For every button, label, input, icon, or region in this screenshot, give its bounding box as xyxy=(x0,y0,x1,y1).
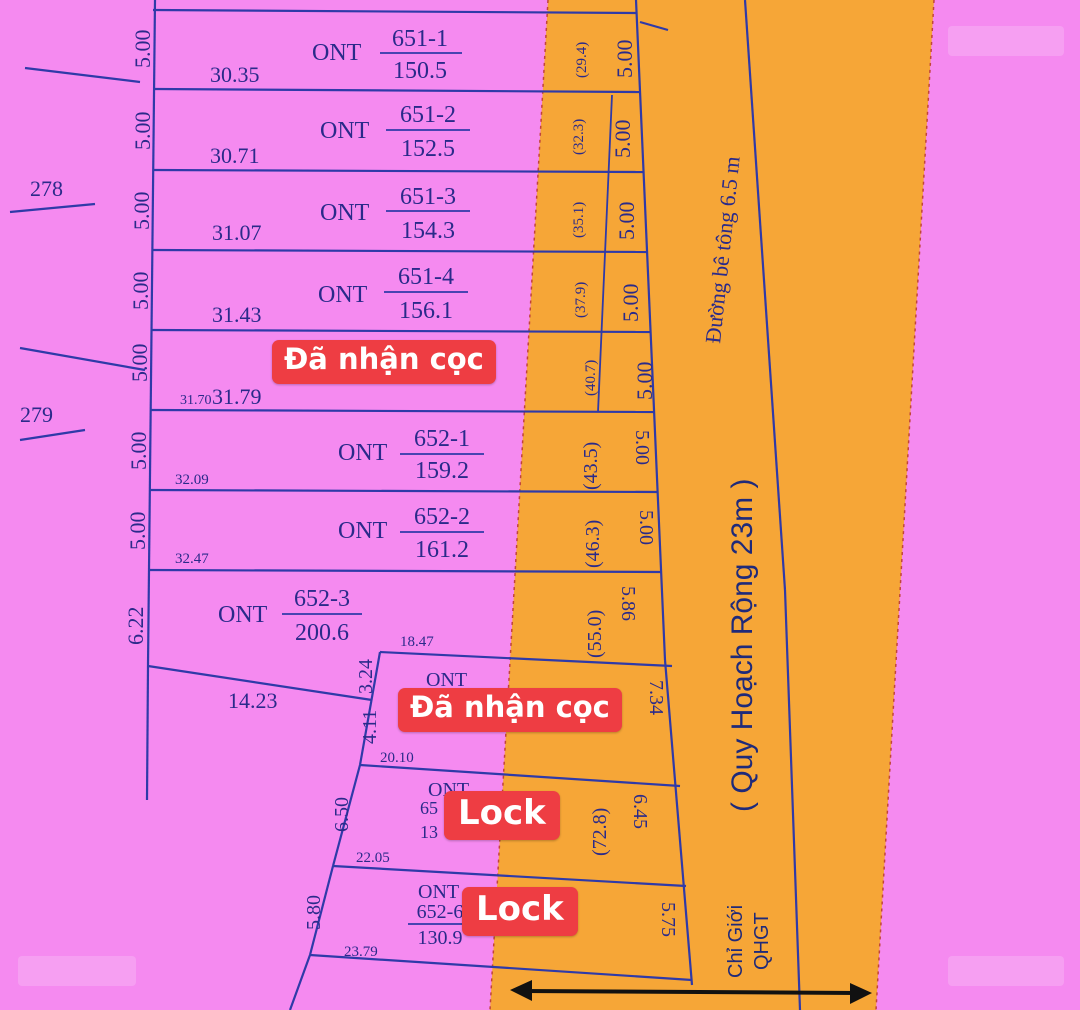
lot-b-id: 65 xyxy=(420,798,438,818)
lot-3-setback: (35.1) xyxy=(571,202,587,238)
lot-4-id: 651-4 xyxy=(398,264,454,290)
lot-1-area: 150.5 xyxy=(393,58,447,84)
lower-width-b: 22.05 xyxy=(356,850,390,866)
status-badge-reserved-1: Đã nhận cọc xyxy=(272,340,496,384)
lot-2-front: 5.00 xyxy=(610,120,635,159)
lot-b-setback: (72.8) xyxy=(589,808,611,856)
lot-7-id: 652-2 xyxy=(414,504,470,530)
left-dim-2: 5.00 xyxy=(130,112,155,151)
corner-blur-bottom-left xyxy=(18,956,136,986)
neighbor-parcel-279: 279 xyxy=(20,402,53,427)
lot-5-setback: (40.7) xyxy=(583,360,599,396)
neighbor-parcel-278: 278 xyxy=(30,176,63,201)
lot-a-use: ONT xyxy=(426,669,467,691)
lot-6-area: 159.2 xyxy=(415,458,469,484)
lot-6-front: 5.00 xyxy=(631,430,653,465)
lot-c-front: 5.75 xyxy=(657,902,679,937)
lot-c-area: 130.9 xyxy=(418,927,463,949)
lot-2-setback: (32.3) xyxy=(571,119,587,155)
road-band xyxy=(490,0,934,1010)
lower-width-a: 20.10 xyxy=(380,750,414,766)
lot-4-setback: (37.9) xyxy=(573,282,589,318)
left-dim-7: 5.00 xyxy=(125,512,150,551)
lot-1-setback: (29.4) xyxy=(574,42,590,78)
lot-c-left: 5.80 xyxy=(303,895,325,930)
lot-1-use: ONT xyxy=(312,40,362,66)
lot-4-use: ONT xyxy=(318,282,368,308)
lot-2-area: 152.5 xyxy=(401,136,455,162)
lot-4-depth: 31.43 xyxy=(212,302,262,327)
road-label-planning: ( Quy Hoạch Rộng 23m ) xyxy=(726,479,759,812)
corner-blur-bottom-right xyxy=(948,956,1064,986)
lot-5-depth-alt: 31.70 xyxy=(180,393,212,408)
lot-7-setback: (46.3) xyxy=(582,520,604,568)
lot-3-id: 651-3 xyxy=(400,184,456,210)
lot-3-area: 154.3 xyxy=(401,218,455,244)
lot-5-front: 5.00 xyxy=(632,362,657,401)
lot-4-front: 5.00 xyxy=(618,284,643,323)
lot-8-front: 5.86 xyxy=(617,586,639,621)
road-edge-left xyxy=(489,0,549,1010)
lot-b-front: 6.45 xyxy=(629,794,651,829)
lot-2-depth: 30.71 xyxy=(210,143,260,168)
lot-3-use: ONT xyxy=(320,200,370,226)
lot-6-depth: 32.09 xyxy=(175,472,209,488)
lot-lines xyxy=(9,0,802,1010)
status-badge-lock-1: Lock xyxy=(444,791,560,841)
lot-8-setback: (55.0) xyxy=(584,610,606,658)
lot-6-id: 652-1 xyxy=(414,426,470,452)
lot-3-front: 5.00 xyxy=(614,202,639,241)
lot-7-depth: 32.47 xyxy=(175,551,209,567)
lot-a-left-a: 3.24 xyxy=(355,659,377,694)
lot-a-front: 7.34 xyxy=(645,680,667,715)
corner-blur-top-right xyxy=(948,26,1064,56)
left-dim-1: 5.00 xyxy=(130,30,155,69)
lot-6-setback: (43.5) xyxy=(580,442,602,490)
lot-2-id: 651-2 xyxy=(400,102,456,128)
width-arrow xyxy=(510,980,872,1004)
left-dim-6: 5.00 xyxy=(126,432,151,471)
left-dim-5: 5.00 xyxy=(127,344,152,383)
lot-1-front: 5.00 xyxy=(612,40,637,79)
road-label-boundary-1: Chỉ Giới xyxy=(725,905,747,978)
lot-1-depth: 30.35 xyxy=(210,62,260,87)
left-dim-3: 5.00 xyxy=(129,192,154,231)
lot-8-area: 200.6 xyxy=(295,620,349,646)
lot-1-id: 651-1 xyxy=(392,26,448,52)
lower-width-c: 23.79 xyxy=(344,944,378,960)
road-edge-right xyxy=(875,0,935,1010)
lot-7-area: 161.2 xyxy=(415,537,469,563)
lot-a-left-b: 4.11 xyxy=(359,710,381,744)
status-badge-lock-2: Lock xyxy=(462,887,578,937)
left-dim-4: 5.00 xyxy=(128,272,153,311)
lower-top-width: 18.47 xyxy=(400,634,434,650)
lot-4-area: 156.1 xyxy=(399,298,453,324)
status-badge-reserved-2: Đã nhận cọc xyxy=(398,688,622,732)
left-dim-8: 6.22 xyxy=(123,607,148,646)
lot-6-use: ONT xyxy=(338,440,388,466)
lower-rear-width: 14.23 xyxy=(228,688,278,713)
lot-b-area: 13 xyxy=(420,822,438,842)
lot-8-id: 652-3 xyxy=(294,586,350,612)
lot-2-use: ONT xyxy=(320,118,370,144)
road-label-boundary-2: QHGT xyxy=(751,912,773,970)
lot-3-depth: 31.07 xyxy=(212,220,262,245)
lot-5-depth: 31.79 xyxy=(212,384,262,409)
lot-b-left: 6.50 xyxy=(331,797,353,832)
lot-8-use: ONT xyxy=(218,602,268,628)
lot-c-use: ONT xyxy=(418,881,459,903)
lot-7-front: 5.00 xyxy=(635,510,657,545)
lot-7-use: ONT xyxy=(338,518,388,544)
lot-c-id: 652-6 xyxy=(417,901,464,923)
